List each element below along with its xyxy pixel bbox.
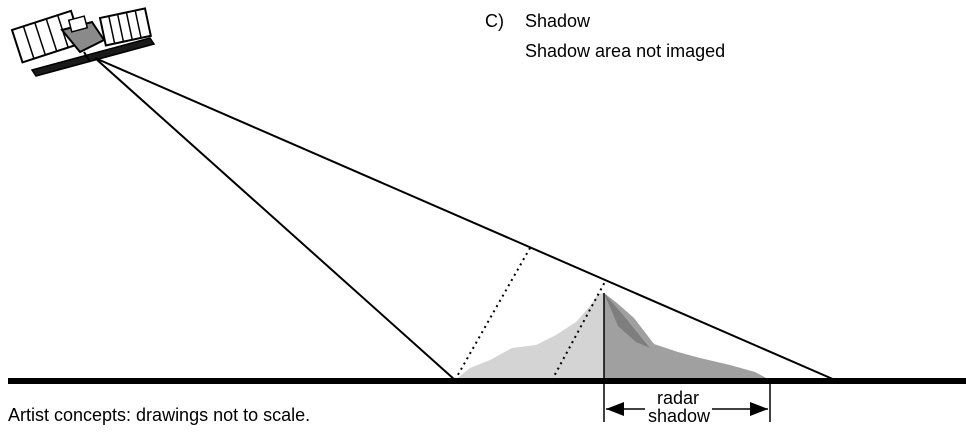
panel-letter: C)	[485, 11, 504, 31]
mountain-crest-shading	[604, 293, 650, 348]
panel-title: Shadow	[525, 11, 591, 31]
beam-far-edge	[94, 57, 836, 381]
ground-line	[8, 378, 966, 384]
mountain-illuminated-slope	[455, 293, 604, 380]
radar-shadow-label-line2: shadow	[648, 406, 711, 426]
mountain-shadowed-slope	[604, 293, 770, 380]
wavefront-line-1	[454, 247, 531, 381]
radar-shadow-dimension	[606, 402, 768, 416]
satellite-icon	[10, 7, 156, 77]
footnote: Artist concepts: drawings not to scale.	[8, 405, 311, 425]
panel-subtitle: Shadow area not imaged	[525, 41, 726, 61]
radar-shadow-label-line1: radar	[656, 388, 700, 408]
beam-near-edge	[94, 57, 456, 381]
wavefront-line-2	[551, 279, 607, 381]
